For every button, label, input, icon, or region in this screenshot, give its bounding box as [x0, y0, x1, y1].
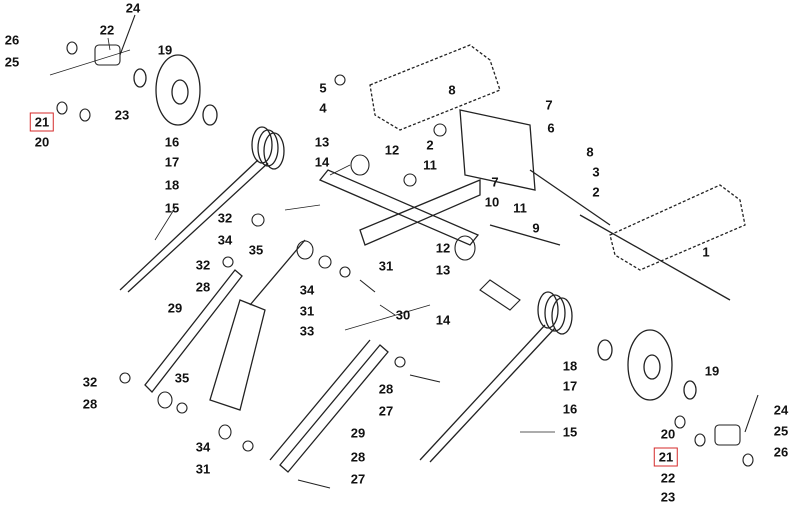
callout-label: 9 — [532, 220, 540, 236]
callout-label: 19 — [157, 42, 173, 58]
rail-plate-top — [369, 44, 501, 131]
callout-label: 19 — [704, 363, 720, 379]
callout-label: 11 — [513, 200, 527, 216]
callout-label: 1 — [702, 244, 710, 260]
callout-label: 29 — [167, 300, 183, 316]
callout-label: 14 — [314, 154, 330, 170]
callout-label: 20 — [34, 134, 50, 150]
callout-label: 7 — [545, 97, 553, 113]
callout-label: 34 — [299, 282, 315, 298]
callout-label: 28 — [350, 449, 366, 465]
callout-label: 26 — [4, 32, 20, 48]
callout-label: 22 — [99, 22, 115, 38]
callout-label: 34 — [195, 439, 211, 455]
callout-label: 12 — [384, 142, 400, 158]
callout-highlighted: 21 — [29, 112, 55, 132]
callout-label: 14 — [435, 312, 451, 328]
callout-label: 24 — [773, 402, 789, 418]
callout-label: 26 — [773, 444, 789, 460]
callout-label: 28 — [378, 381, 394, 397]
callout-label: 34 — [217, 232, 233, 248]
callout-label: 16 — [562, 401, 578, 417]
callout-label: 30 — [395, 307, 411, 323]
callout-label: 35 — [174, 370, 190, 386]
callout-label: 17 — [562, 378, 578, 394]
bracket-6 — [459, 109, 536, 191]
callout-label: 27 — [350, 471, 366, 487]
callout-label: 6 — [547, 120, 555, 136]
idler-wheel-top — [133, 54, 218, 126]
link-29-right — [279, 344, 389, 473]
cross-shaft — [318, 169, 480, 246]
front-arm — [359, 179, 481, 246]
callout-label: 13 — [314, 134, 330, 150]
callout-highlighted: 21 — [653, 447, 679, 467]
callout-label: 15 — [164, 200, 180, 216]
callout-label: 33 — [299, 323, 315, 339]
callout-label: 17 — [164, 154, 180, 170]
rail-plate-right — [609, 184, 746, 271]
callout-label: 27 — [378, 403, 394, 419]
shock-33 — [209, 299, 266, 411]
callout-label: 28 — [195, 279, 211, 295]
callout-label: 15 — [562, 424, 578, 440]
rod-9 — [489, 224, 561, 246]
rod-3 — [529, 169, 611, 226]
link-29-right-b — [269, 339, 371, 461]
callout-label: 35 — [248, 242, 264, 258]
callout-label: 8 — [448, 82, 456, 98]
callout-label: 28 — [82, 396, 98, 412]
callout-label: 23 — [660, 489, 676, 505]
callout-label: 3 — [592, 164, 600, 180]
callout-label: 32 — [217, 210, 233, 226]
callout-label: 31 — [299, 303, 315, 319]
callout-label: 18 — [164, 177, 180, 193]
callout-label: 2 — [426, 137, 434, 153]
callout-label: 31 — [195, 461, 211, 477]
callout-label: 2 — [592, 184, 600, 200]
callout-label: 32 — [195, 257, 211, 273]
callout-label: 10 — [484, 194, 500, 210]
idler-wheel-bottom — [597, 329, 697, 401]
link-29-left — [144, 269, 243, 393]
callout-label: 12 — [435, 240, 451, 256]
callout-label: 4 — [319, 100, 327, 116]
rod-1 — [579, 214, 731, 301]
spring-left — [119, 126, 285, 293]
spring-right — [419, 291, 573, 463]
callout-label: 16 — [164, 134, 180, 150]
callout-label: 25 — [773, 423, 789, 439]
callout-label: 20 — [660, 426, 676, 442]
callout-label: 24 — [125, 0, 141, 16]
callout-label: 8 — [586, 144, 594, 160]
leader-lines — [49, 37, 555, 433]
hardware — [56, 14, 759, 489]
callout-label: 31 — [378, 258, 394, 274]
callout-label: 32 — [82, 374, 98, 390]
callout-label: 22 — [660, 470, 676, 486]
callout-label: 23 — [114, 107, 130, 123]
callout-label: 11 — [423, 157, 437, 173]
callout-label: 5 — [319, 80, 327, 96]
callout-label: 29 — [350, 425, 366, 441]
callout-label: 18 — [562, 358, 578, 374]
callout-label: 7 — [491, 174, 499, 190]
callout-label: 25 — [4, 54, 20, 70]
callout-label: 13 — [435, 262, 451, 278]
